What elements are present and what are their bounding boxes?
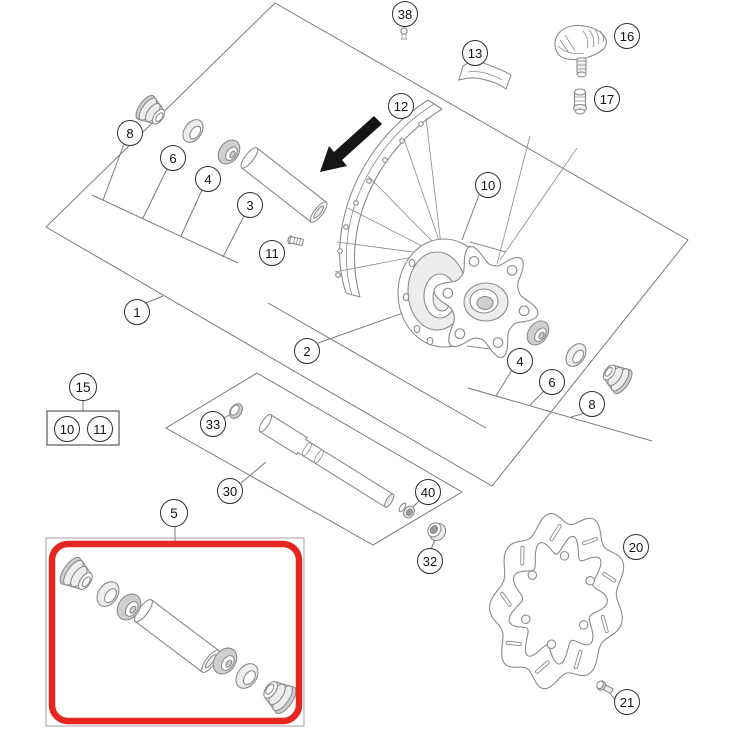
disc-bolt-part <box>596 680 614 694</box>
callout-38[interactable]: 38 <box>392 1 418 27</box>
axle-panel <box>165 372 463 546</box>
wheel-rim <box>339 99 443 298</box>
divider-line <box>267 302 487 429</box>
valve-support-part <box>572 88 588 115</box>
spacer-tube <box>240 147 328 223</box>
seal-ring <box>182 119 204 143</box>
bearings-and-seals <box>96 119 587 689</box>
callout-10[interactable]: 10 <box>54 416 80 442</box>
callout-11[interactable]: 11 <box>87 416 113 442</box>
axle-washer-nut-part <box>398 502 415 519</box>
callout-17[interactable]: 17 <box>594 86 620 112</box>
callout-32[interactable]: 32 <box>417 548 443 574</box>
spoke-nipples <box>335 121 424 278</box>
ball-bearing <box>116 593 142 621</box>
spacer-tubes-and-axle <box>133 147 395 673</box>
dust-cap-part <box>229 403 243 419</box>
seal-ring <box>565 343 587 367</box>
callout-12[interactable]: 12 <box>388 93 414 119</box>
callout-1[interactable]: 1 <box>124 299 150 325</box>
callout-8[interactable]: 8 <box>579 391 605 417</box>
callout-30[interactable]: 30 <box>217 478 243 504</box>
direction-arrow <box>320 116 382 172</box>
callout-6[interactable]: 6 <box>539 369 565 395</box>
callout-13[interactable]: 13 <box>462 40 488 66</box>
leader-lines <box>82 143 653 701</box>
kit-highlight-box <box>45 537 305 727</box>
wheel-spokes <box>334 117 578 339</box>
callout-6[interactable]: 6 <box>160 145 186 171</box>
collar-bushing <box>263 680 297 715</box>
seal-ring <box>96 581 120 607</box>
callout-21[interactable]: 21 <box>614 689 640 715</box>
rim-band-part <box>458 61 512 90</box>
rim-lock-part <box>554 24 607 78</box>
callout-4[interactable]: 4 <box>195 166 221 192</box>
ball-bearing <box>212 647 238 675</box>
collar-bushings <box>59 94 633 715</box>
collar-bushing <box>59 556 93 591</box>
callout-3[interactable]: 3 <box>237 192 263 218</box>
callout-4[interactable]: 4 <box>507 348 533 374</box>
collar-bushing <box>602 364 633 395</box>
main-panel <box>45 2 689 487</box>
spoke-nipple-part <box>400 27 408 40</box>
callout-10[interactable]: 10 <box>475 172 501 198</box>
ball-bearing <box>526 320 550 346</box>
callout-16[interactable]: 16 <box>614 23 640 49</box>
callout-33[interactable]: 33 <box>200 411 226 437</box>
small-parts <box>229 24 614 694</box>
hardware-parts <box>59 94 633 715</box>
collar-bushing <box>135 94 166 125</box>
brake-disc <box>488 512 625 690</box>
callout-11[interactable]: 11 <box>259 240 285 266</box>
front-wheel <box>334 99 578 358</box>
collar-nut-part <box>427 522 447 542</box>
assembly-panels <box>45 2 689 546</box>
screw-part <box>287 235 304 246</box>
hub-flange <box>433 246 539 358</box>
callout-20[interactable]: 20 <box>623 534 649 560</box>
callout-15[interactable]: 15 <box>69 373 97 401</box>
seal-ring <box>235 663 259 689</box>
axle <box>258 414 395 508</box>
callout-5[interactable]: 5 <box>160 499 188 527</box>
callout-40[interactable]: 40 <box>415 479 441 505</box>
ball-bearing <box>217 139 241 165</box>
spacer-tube <box>133 599 221 673</box>
callout-8[interactable]: 8 <box>117 120 143 146</box>
callout-2[interactable]: 2 <box>294 338 320 364</box>
